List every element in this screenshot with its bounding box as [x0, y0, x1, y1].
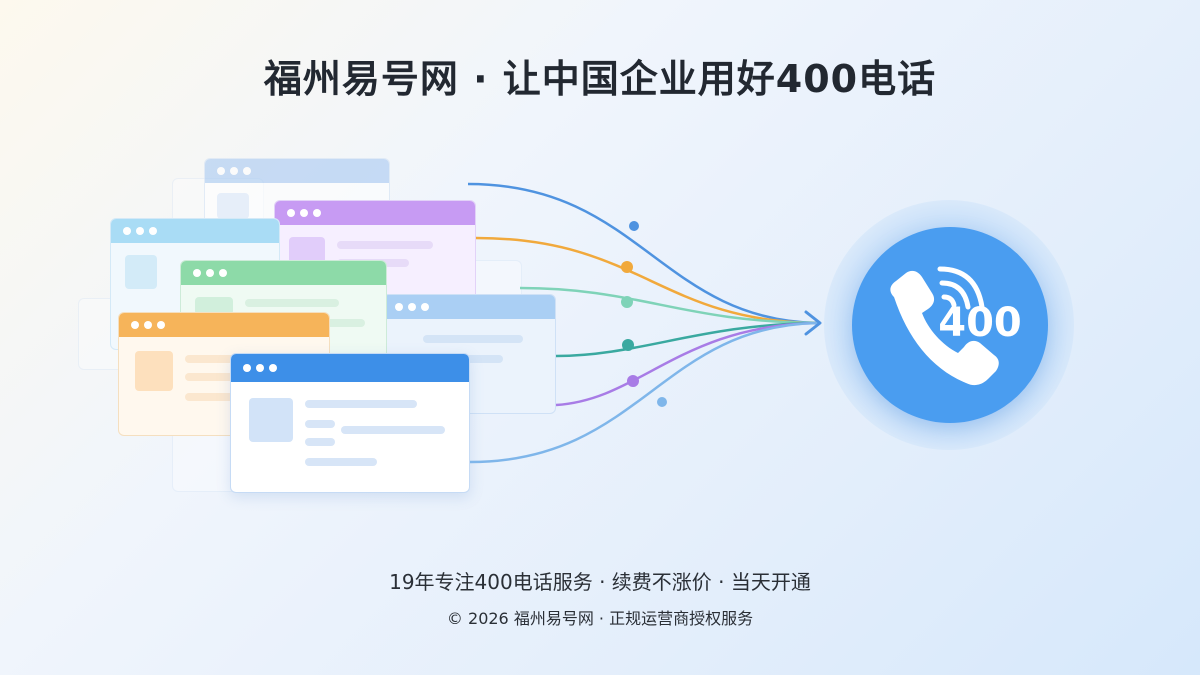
flow-node: [622, 339, 634, 351]
text-line: [305, 400, 417, 408]
phone-icon: [890, 266, 999, 386]
flow-node: [629, 221, 639, 231]
window-dots-icon: [217, 167, 251, 175]
window-titlebar: [181, 261, 386, 285]
browser-window-blue-front: [230, 353, 470, 493]
image-placeholder: [217, 193, 249, 219]
window-titlebar: [275, 201, 475, 225]
phone-circle: [852, 227, 1048, 423]
text-line: [423, 335, 523, 343]
flow-line: [555, 321, 819, 358]
window-dots-icon: [131, 321, 165, 329]
flow-node: [627, 375, 639, 387]
text-line: [337, 241, 433, 249]
flow-line: [469, 321, 819, 464]
window-dots-icon: [193, 269, 227, 277]
window-dots-icon: [395, 303, 429, 311]
window-titlebar: [383, 295, 555, 319]
text-line: [185, 373, 245, 381]
window-titlebar: [231, 354, 469, 382]
window-titlebar: [111, 219, 279, 243]
image-placeholder: [249, 398, 293, 442]
text-line: [185, 355, 269, 363]
flow-node: [621, 261, 633, 273]
window-dots-icon: [287, 209, 321, 217]
image-placeholder: [135, 351, 173, 391]
flow-line: [519, 286, 819, 325]
text-line: [305, 420, 335, 428]
window-titlebar: [119, 313, 329, 337]
flow-line: [475, 236, 819, 325]
arrow-head-icon: [804, 310, 822, 336]
text-line: [305, 458, 377, 466]
window-titlebar: [205, 159, 389, 183]
tagline: 19年专注400电话服务 · 续费不涨价 · 当天开通: [389, 570, 811, 594]
text-line: [245, 299, 339, 307]
flow-line: [467, 182, 819, 325]
image-placeholder: [195, 297, 233, 315]
text-line: [341, 426, 445, 434]
window-dots-icon: [123, 227, 157, 235]
text-line: [305, 438, 335, 446]
flow-node: [657, 397, 667, 407]
flow-line: [555, 321, 819, 407]
page-title: 福州易号网 · 让中国企业用好400电话: [263, 57, 937, 101]
signal-waves-icon: [941, 294, 957, 308]
flow-node: [621, 296, 633, 308]
phone-number-badge: 400: [938, 300, 1022, 346]
copyright-text: © 2026 福州易号网 · 正规运营商授权服务: [446, 609, 754, 628]
image-placeholder: [125, 255, 157, 289]
window-dots-icon: [243, 364, 277, 372]
